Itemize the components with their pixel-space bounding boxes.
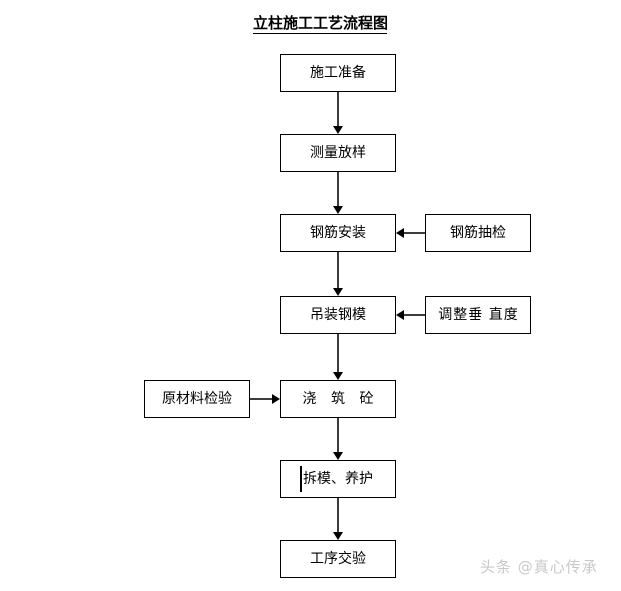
arrow-down-icon-2 — [333, 206, 343, 214]
connector-line-side-3 — [250, 398, 272, 400]
side-node-gangjinchoujian[interactable]: 钢筋抽检 — [425, 214, 531, 252]
watermark-text: 头条 @真心传承 — [480, 558, 598, 576]
arrow-left-icon-1 — [396, 228, 404, 238]
arrow-down-icon-3 — [333, 288, 343, 296]
flow-node-chaimoyanghu[interactable]: 拆模、养护 — [280, 460, 396, 498]
flow-node-shigongzhunbei[interactable]: 施工准备 — [280, 54, 396, 92]
flow-node-gangjinanzhuang[interactable]: 钢筋安装 — [280, 214, 396, 252]
arrow-right-icon-1 — [272, 394, 280, 404]
connector-line-side-1 — [404, 232, 425, 234]
connector-line-5 — [337, 418, 339, 452]
flow-node-diaozhuanggangmo[interactable]: 吊装钢模 — [280, 296, 396, 334]
side-node-tiaozhengchuizhidu[interactable]: 调整垂 直度 — [425, 296, 531, 334]
flow-node-jiaozhuting[interactable]: 浇 筑 砼 — [280, 380, 396, 418]
connector-line-6 — [337, 498, 339, 532]
arrow-down-icon-1 — [333, 126, 343, 134]
side-node-yuancailiaojianyan[interactable]: 原材料检验 — [144, 380, 250, 418]
connector-line-side-2 — [404, 314, 425, 316]
connector-line-1 — [337, 92, 339, 126]
arrow-down-icon-5 — [333, 452, 343, 460]
connector-line-2 — [337, 172, 339, 206]
arrow-left-icon-2 — [396, 310, 404, 320]
connector-line-4 — [337, 334, 339, 372]
arrow-down-icon-6 — [333, 532, 343, 540]
page-title: 立柱施工工艺流程图 — [253, 14, 389, 34]
flow-node-celiangfangyang[interactable]: 测量放样 — [280, 134, 396, 172]
connector-line-3 — [337, 252, 339, 288]
flow-node-gongxujiaoyan[interactable]: 工序交验 — [280, 540, 396, 578]
arrow-down-icon-4 — [333, 372, 343, 380]
text-cursor-caret — [300, 466, 302, 492]
